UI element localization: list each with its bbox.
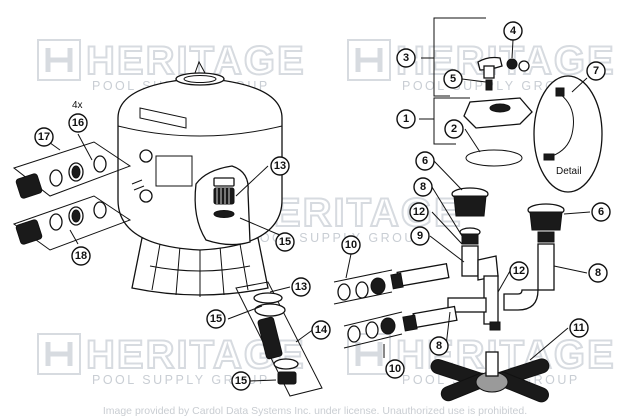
callout-number: 10 <box>389 363 401 375</box>
callout-number: 15 <box>235 375 247 387</box>
callout: 13 <box>291 277 311 297</box>
callout-number: 5 <box>450 73 456 85</box>
valve-piping <box>333 187 565 403</box>
callout: 14 <box>311 320 331 340</box>
callout: 16 <box>68 113 88 133</box>
callout: 8 <box>413 177 433 197</box>
sight-glass-inset <box>194 165 251 246</box>
callout-number: 10 <box>345 239 357 251</box>
callout-number: 18 <box>75 250 87 262</box>
callout: 10 <box>385 359 405 379</box>
watermark-tagline: POOL SUPPLY GROUP <box>92 373 270 387</box>
callout: 11 <box>569 318 589 338</box>
callout-number: 13 <box>295 281 307 293</box>
callout-number: 15 <box>210 313 222 325</box>
callout: 15 <box>275 232 295 252</box>
callout-number: 1 <box>403 113 409 125</box>
callout: 6 <box>591 202 611 222</box>
callout-number: 12 <box>413 206 425 218</box>
callout: 6 <box>415 151 435 171</box>
callout-number: 8 <box>420 181 426 193</box>
quantity-note: 4x <box>72 100 83 111</box>
callout-number: 14 <box>315 324 328 336</box>
callout-number: 6 <box>422 155 428 167</box>
bulkhead-fittings: 4x <box>12 100 132 251</box>
callout-number: 6 <box>598 206 604 218</box>
callout: 17 <box>34 127 54 147</box>
callout: 2 <box>444 119 464 139</box>
callout: 8 <box>429 336 449 356</box>
callout-number: 8 <box>595 267 601 279</box>
callout-number: 7 <box>593 65 599 77</box>
callout: 5 <box>443 69 463 89</box>
underdrain-laterals <box>430 351 550 403</box>
callout: 3 <box>396 48 416 68</box>
callout: 12 <box>409 202 429 222</box>
callout-number: 13 <box>274 160 286 172</box>
callout-number: 2 <box>451 123 457 135</box>
callout-number: 11 <box>573 322 585 334</box>
copyright-footer: Image provided by Cardol Data Systems In… <box>103 405 527 417</box>
callout: 7 <box>586 61 606 81</box>
callout: 15 <box>206 309 226 329</box>
callout: 1 <box>396 109 416 129</box>
callout: 4 <box>503 21 523 41</box>
callout: 12 <box>509 261 529 281</box>
callout-number: 15 <box>279 236 291 248</box>
callout: 10 <box>341 235 361 255</box>
watermark-brand: HERITAGE <box>396 39 616 83</box>
callout-number: 17 <box>38 131 50 143</box>
detail-label: Detail <box>556 166 582 177</box>
callout-number: 9 <box>417 230 423 242</box>
multiport-valve <box>463 56 533 167</box>
callout: 15 <box>231 371 251 391</box>
callout: 8 <box>588 263 608 283</box>
callout-number: 4 <box>510 25 517 37</box>
callout: 13 <box>270 156 290 176</box>
callout: 18 <box>71 246 91 266</box>
callout-number: 8 <box>436 340 442 352</box>
callouts: 1 2 3 4 5 6 6 7 8 8 8 9 10 10 11 12 12 1… <box>34 21 611 391</box>
detail-inset: Detail <box>533 75 603 193</box>
drain-assembly <box>235 281 323 397</box>
callout-number: 16 <box>72 117 84 129</box>
callout-number: 3 <box>403 52 409 64</box>
callout-number: 12 <box>513 265 525 277</box>
callout: 9 <box>410 226 430 246</box>
